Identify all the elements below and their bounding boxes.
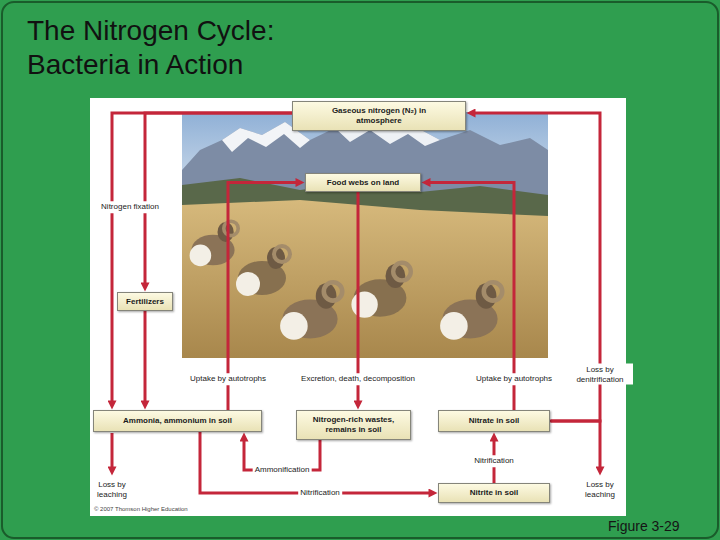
cycle-arrow	[145, 113, 292, 287]
process-label: Uptake by autotrophs	[474, 373, 554, 385]
nitrogen-pool-box: Nitrite in soil	[438, 483, 550, 503]
sheep-rump	[236, 272, 260, 296]
sheep-rump	[351, 291, 377, 317]
sheep-horn	[324, 282, 342, 300]
leaching-arrow	[551, 421, 600, 471]
nitrogen-pool-box: Fertilizers	[117, 292, 173, 311]
nitrogen-pool-box: Nitrogen-rich wastes, remains in soil	[296, 410, 411, 440]
box-text: Fertilizers	[126, 297, 164, 307]
cycle-arrow	[144, 311, 147, 405]
box-text: Nitrite in soil	[470, 488, 518, 498]
process-label: Loss by denitrification	[567, 364, 633, 385]
sheep	[280, 282, 342, 340]
sheep	[190, 221, 239, 266]
sheep-horn	[224, 221, 238, 235]
process-label: Nitrification	[472, 455, 516, 467]
sheep-horn	[274, 246, 290, 262]
process-label: Ammonification	[253, 464, 312, 476]
cycle-arrow	[200, 432, 433, 493]
sheep	[440, 282, 502, 340]
slide-title: The Nitrogen Cycle: Bacteria in Action	[27, 14, 357, 82]
box-text: Nitrogen-rich wastes, remains in soil	[304, 415, 404, 435]
nitrogen-pool-box: Gaseous nitrogen (N₂) in atmosphere	[292, 101, 466, 131]
figure-caption: Figure 3-29	[608, 518, 680, 535]
box-text: Ammonia, ammonium in soil	[123, 416, 232, 426]
nitrogen-pool-box: Ammonia, ammonium in soil	[93, 410, 262, 432]
sheep-horn	[393, 263, 411, 281]
loss-label: Loss by leaching	[580, 480, 620, 499]
process-label: Excretion, death, decomposition	[299, 373, 417, 385]
leaching-arrow	[111, 433, 114, 471]
box-text: Gaseous nitrogen (N₂) in atmosphere	[324, 106, 434, 126]
sheep	[236, 246, 290, 296]
sheep-rump	[190, 245, 212, 267]
copyright-note: © 2007 Thomson Higher Education	[94, 506, 188, 513]
process-label: Nitrification	[298, 487, 342, 499]
box-text: Nitrate in soil	[469, 416, 520, 426]
bighorn-sheep-photo	[182, 112, 548, 358]
sheep	[351, 263, 410, 318]
process-label: Uptake by autotrophs	[188, 373, 268, 385]
cycle-arrow	[112, 113, 292, 405]
nitrogen-pool-box: Nitrate in soil	[438, 410, 550, 432]
sheep-horn	[484, 282, 502, 300]
figure-panel	[90, 98, 626, 516]
process-label: Nitrogen fixation	[99, 201, 161, 213]
sheep-rump	[280, 312, 308, 340]
box-text: Food webs on land	[327, 178, 399, 188]
grass-slope	[182, 200, 548, 358]
loss-label: Loss by leaching	[92, 480, 132, 499]
nitrogen-pool-box: Food webs on land	[305, 173, 421, 192]
sheep-rump	[440, 312, 468, 340]
